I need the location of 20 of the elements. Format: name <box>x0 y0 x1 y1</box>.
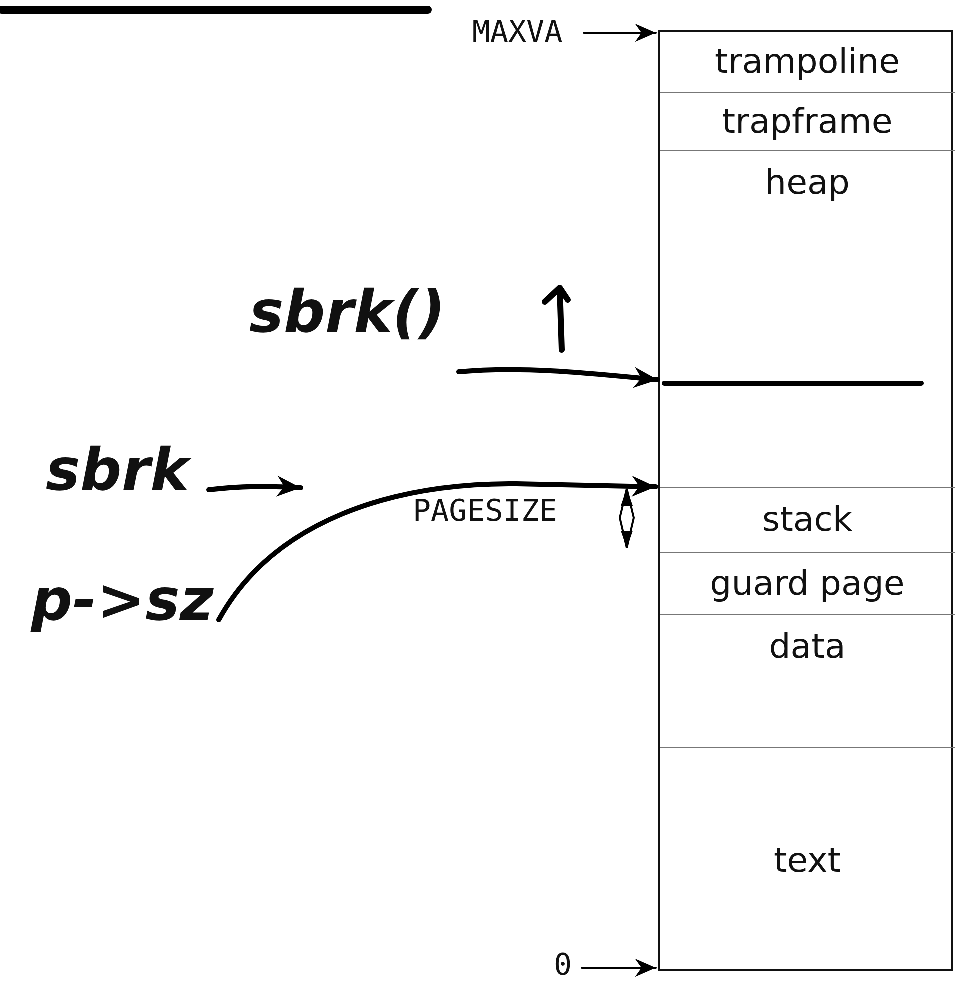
dimension-label: PAGESIZE <box>413 494 558 529</box>
arrow <box>216 476 658 622</box>
region-label: guard page <box>710 564 905 604</box>
arrow <box>583 24 657 42</box>
address-label: 0 <box>554 948 572 981</box>
memory-column <box>658 30 953 971</box>
address-label: MAXVA <box>472 14 563 50</box>
region-label: stack <box>762 500 853 540</box>
boundary-line <box>662 381 924 386</box>
handwritten-note: sbrk <box>46 436 190 504</box>
region-label: trapframe <box>722 102 893 142</box>
region-label: trampoline <box>714 42 900 82</box>
arrow <box>456 367 660 388</box>
handwritten-note: p->sz <box>31 566 214 634</box>
region-label: text <box>774 840 842 880</box>
handwritten-note: sbrk() <box>249 278 446 346</box>
arrow <box>581 958 657 978</box>
arrow <box>206 476 304 498</box>
region-label: data <box>769 627 846 667</box>
region-label: heap <box>765 163 850 203</box>
